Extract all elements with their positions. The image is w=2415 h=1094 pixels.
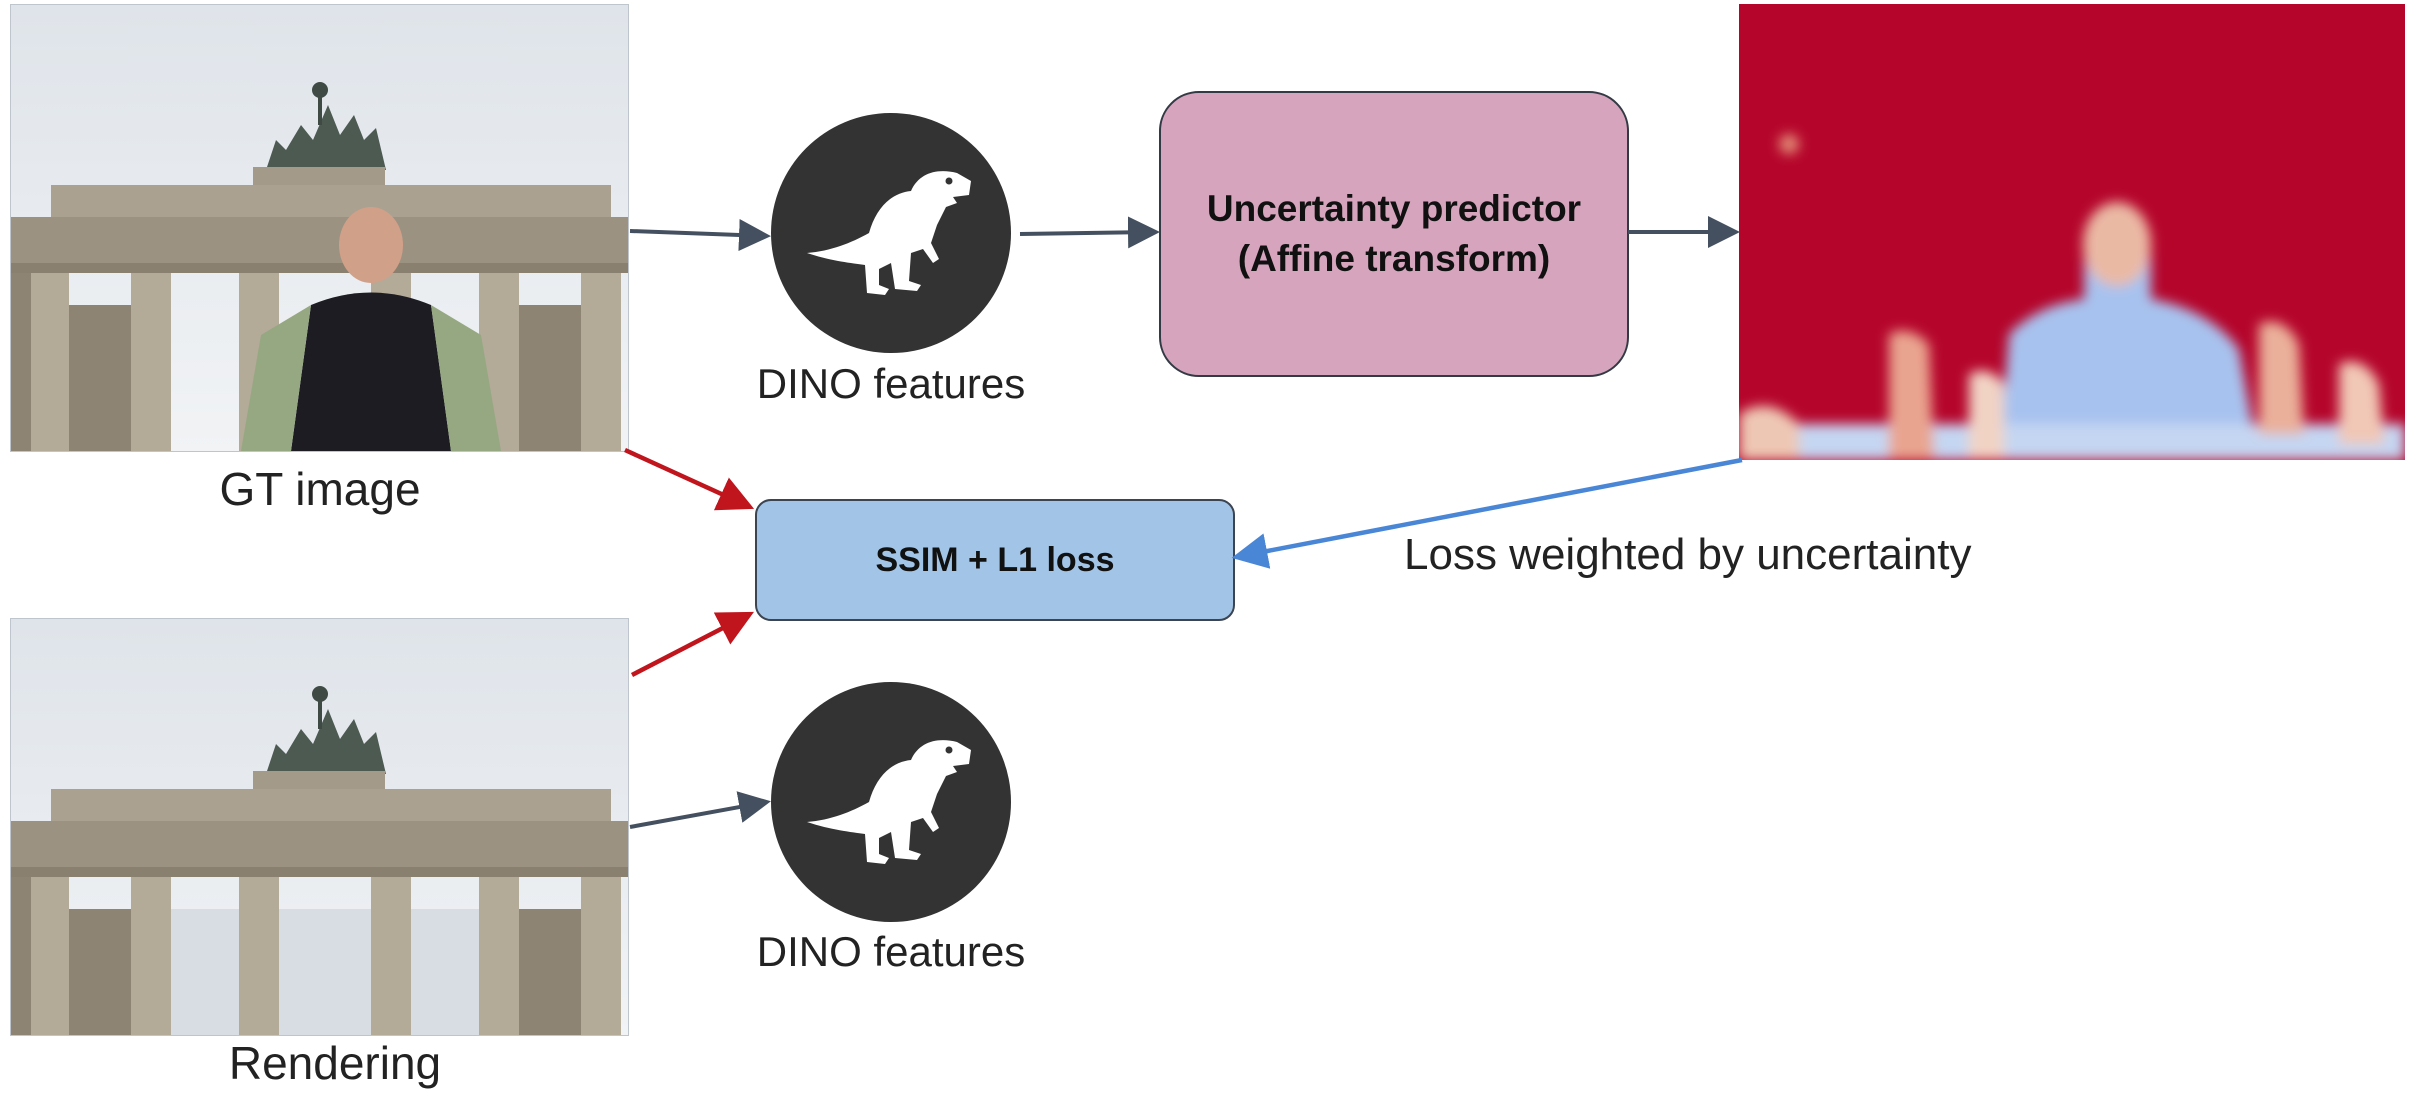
gt-image [10, 4, 629, 452]
loss-weight-label: Loss weighted by uncertainty [1404, 530, 1972, 579]
arrow-gt-to-loss [624, 447, 755, 511]
arrow-rendering-to-dino [629, 791, 771, 829]
loss-box: SSIM + L1 loss [755, 499, 1235, 621]
uncertainty-map [1739, 4, 2405, 460]
uncertainty-predictor-box: Uncertainty predictor (Affine transform) [1159, 91, 1629, 377]
t-rex-icon [807, 740, 971, 864]
dino-bottom [771, 682, 1011, 922]
gt-image-label: GT image [219, 463, 421, 515]
arrow-dino-to-predictor [1019, 216, 1160, 249]
dino-top [771, 113, 1011, 353]
arrow-gt-to-dino [629, 218, 771, 251]
dino-top-label: DINO features [756, 360, 1026, 407]
rendering-label: Rendering [228, 1037, 442, 1089]
t-rex-icon [807, 171, 971, 295]
arrow-rendering-to-loss [630, 611, 754, 677]
dino-bottom-label: DINO features [756, 928, 1026, 975]
rendering-image [10, 618, 629, 1036]
